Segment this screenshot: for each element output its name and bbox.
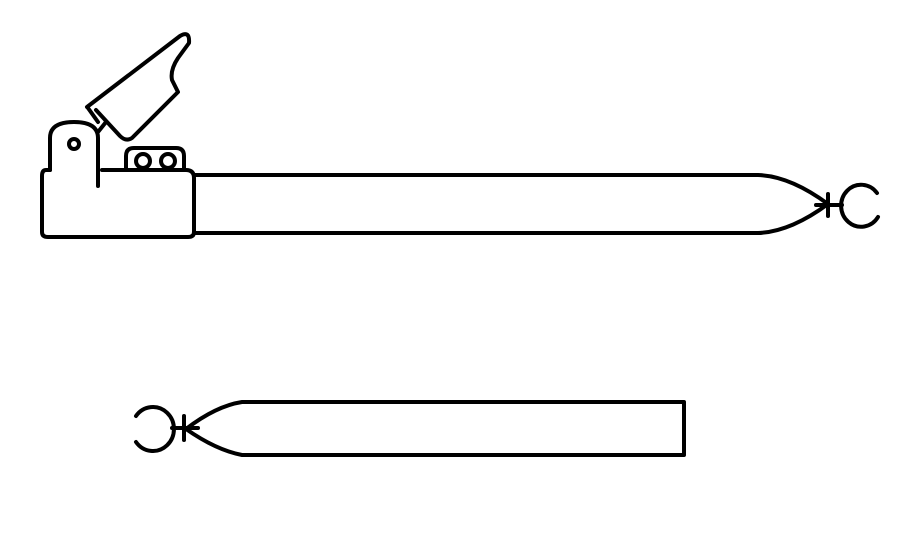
clamp-link-plate bbox=[86, 106, 108, 134]
long-pole-end-ring bbox=[839, 182, 880, 229]
rivet-right bbox=[159, 152, 177, 170]
long-pole-tube bbox=[192, 173, 830, 235]
long-pole-assembly bbox=[40, 32, 880, 239]
short-pole-end-ring bbox=[134, 405, 176, 453]
clamp-lever-handle bbox=[85, 32, 192, 142]
clamp-body bbox=[40, 168, 196, 239]
rivet-left bbox=[134, 152, 152, 170]
clamp-rivet-plate bbox=[124, 146, 186, 172]
hinge-pin-hole bbox=[67, 137, 81, 151]
short-pole-tube bbox=[184, 400, 686, 457]
short-pole-assembly bbox=[134, 400, 686, 457]
clamp-hinge-knuckle bbox=[48, 120, 100, 188]
